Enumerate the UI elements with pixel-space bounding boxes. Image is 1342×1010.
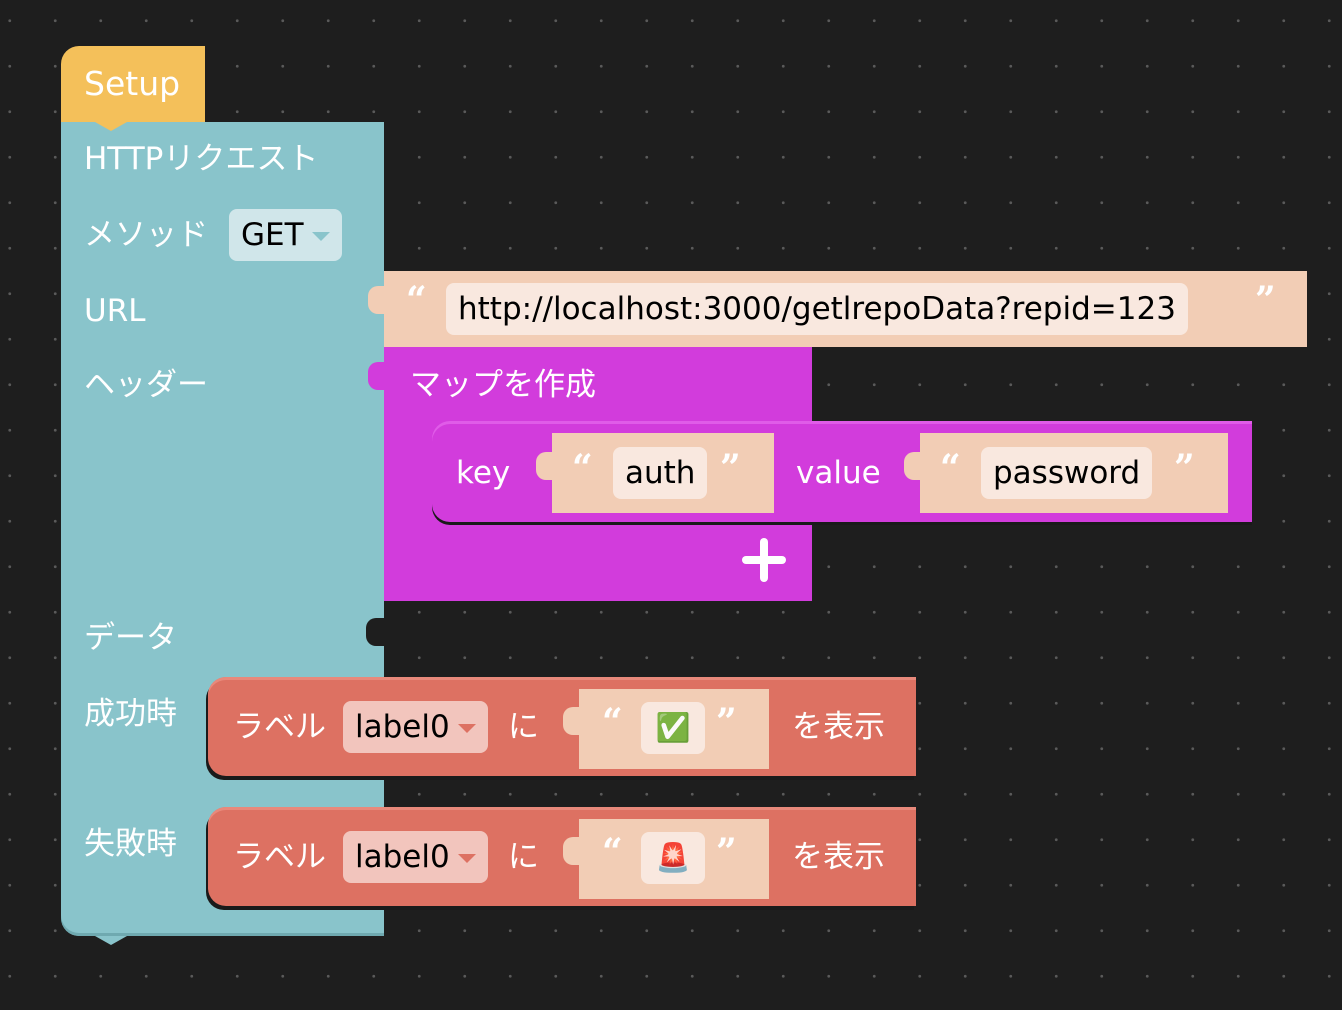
setup-label: Setup — [84, 64, 181, 103]
value-label: value — [796, 455, 881, 491]
data-label: データ — [84, 620, 177, 656]
label-prefix: ラベル — [233, 709, 326, 745]
url-label: URL — [84, 293, 146, 329]
success-label: 成功時 — [84, 696, 177, 732]
key-label: key — [456, 455, 511, 491]
open-quote-icon: “ — [602, 701, 623, 743]
label-particle: に — [508, 839, 539, 875]
show-label-block-success[interactable] — [208, 677, 916, 776]
output-connector — [563, 707, 581, 735]
label-dropdown-value: label0 — [355, 709, 450, 745]
add-entry-button[interactable] — [740, 536, 788, 584]
chevron-down-icon — [457, 724, 476, 733]
plus-icon — [742, 556, 786, 564]
output-connector — [904, 452, 922, 480]
open-quote-icon: “ — [572, 447, 593, 489]
siren-icon: 🚨 — [655, 841, 691, 874]
close-quote-icon: ” — [1255, 279, 1276, 321]
setup-block[interactable] — [61, 46, 205, 130]
show-label-block-failure[interactable] — [208, 807, 916, 906]
value-input[interactable]: password — [981, 447, 1153, 499]
open-quote-icon: “ — [406, 279, 427, 321]
label-dropdown-value: label0 — [355, 839, 450, 875]
label-dropdown[interactable]: label0 — [343, 701, 488, 753]
close-quote-icon: ” — [716, 701, 737, 743]
text-input[interactable]: ✅ — [641, 702, 705, 754]
text-input[interactable]: 🚨 — [641, 832, 705, 884]
method-label: メソッド — [84, 217, 208, 253]
output-connector — [368, 362, 386, 390]
label-suffix: を表示 — [792, 839, 885, 875]
next-connector — [95, 936, 127, 945]
label-suffix: を表示 — [792, 709, 885, 745]
method-dropdown[interactable]: GET — [229, 209, 342, 261]
url-input[interactable]: http://localhost:3000/getlrepoData?repid… — [446, 283, 1188, 335]
chevron-down-icon — [457, 854, 476, 863]
header-label: ヘッダー — [84, 367, 208, 403]
close-quote-icon: ” — [720, 447, 741, 489]
previous-connector — [95, 122, 127, 131]
output-connector — [536, 452, 554, 480]
label-particle: に — [508, 709, 539, 745]
chevron-down-icon — [311, 232, 330, 241]
failure-label: 失敗時 — [84, 826, 177, 862]
open-quote-icon: “ — [602, 831, 623, 873]
http-request-title: HTTPリクエスト — [84, 141, 319, 177]
check-mark-icon: ✅ — [655, 711, 691, 744]
output-connector — [368, 286, 386, 314]
method-value: GET — [241, 217, 304, 253]
close-quote-icon: ” — [716, 831, 737, 873]
label-dropdown[interactable]: label0 — [343, 831, 488, 883]
close-quote-icon: ” — [1174, 447, 1195, 489]
open-quote-icon: “ — [940, 447, 961, 489]
key-input[interactable]: auth — [613, 447, 708, 499]
create-map-title: マップを作成 — [410, 367, 596, 403]
output-connector — [563, 837, 581, 865]
label-prefix: ラベル — [233, 839, 326, 875]
data-input-socket[interactable] — [366, 618, 384, 646]
